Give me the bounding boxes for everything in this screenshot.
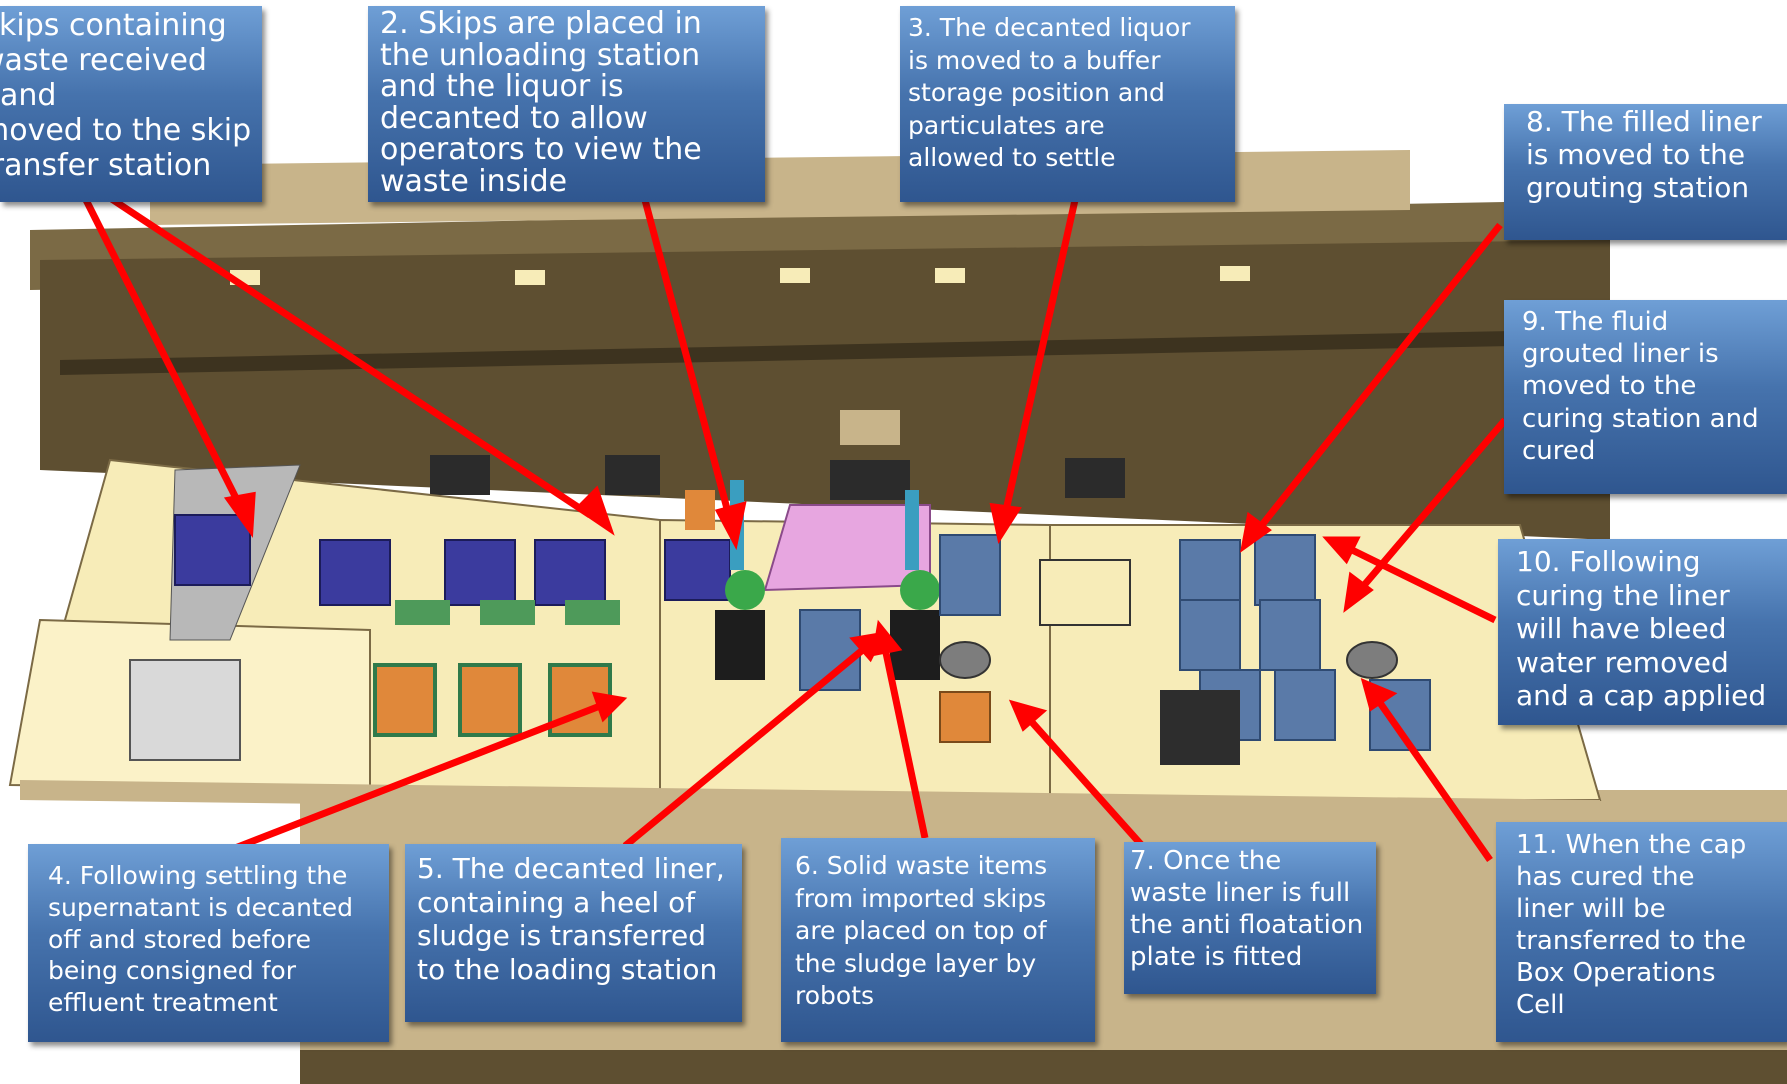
callout-line: plate is fitted <box>1130 942 1372 974</box>
callout-line: the unloading station <box>380 40 755 72</box>
callout-line: has cured the <box>1516 862 1781 894</box>
callout-line: 8. The filled liner <box>1526 106 1781 139</box>
callout-line: and the liquor is <box>380 71 755 103</box>
callout-step-7: 7. Once the waste liner is full the anti… <box>1124 842 1376 994</box>
callout-line: 6. Solid waste items <box>795 850 1089 883</box>
callout-line: Skips containing <box>0 8 258 43</box>
callout-line: from imported skips <box>795 883 1089 916</box>
callout-step-6: 6. Solid waste items from imported skips… <box>781 838 1095 1042</box>
callout-line: operators to view the <box>380 134 755 166</box>
callout-line: supernatant is decanted <box>48 892 383 924</box>
callout-line: Box Operations <box>1516 958 1781 990</box>
callout-step-9: 9. The fluid grouted liner is moved to t… <box>1504 300 1787 494</box>
callout-line: curing station and <box>1522 403 1781 435</box>
callout-line: robots <box>795 980 1089 1013</box>
callout-line: containing a heel of <box>417 886 738 920</box>
callout-line: the sludge layer by <box>795 948 1089 981</box>
callout-line: 2. Skips are placed in <box>380 8 755 40</box>
callout-step-11: 11. When the cap has cured the liner wil… <box>1496 822 1787 1042</box>
callout-line: the anti floatation <box>1130 910 1372 942</box>
callout-line: are placed on top of <box>795 915 1089 948</box>
callout-line: to the loading station <box>417 953 738 987</box>
callout-line: 4. Following settling the <box>48 860 383 892</box>
callout-line: waste inside <box>380 166 755 198</box>
callout-line: being consigned for <box>48 955 383 987</box>
callout-step-2: 2. Skips are placed in the unloading sta… <box>368 6 765 202</box>
callout-line: water removed <box>1516 646 1781 680</box>
callout-line: liner will be <box>1516 894 1781 926</box>
callout-line: storage position and <box>908 77 1225 110</box>
callout-line: transferred to the <box>1516 926 1781 958</box>
callout-step-10: 10. Following curing the liner will have… <box>1498 539 1787 725</box>
callout-line: is moved to a buffer <box>908 45 1225 78</box>
callout-step-3: 3. The decanted liquor is moved to a buf… <box>900 6 1235 202</box>
callout-line: waste liner is full <box>1130 878 1372 910</box>
callout-line: allowed to settle <box>908 142 1225 175</box>
callout-line: sludge is transferred <box>417 919 738 953</box>
callout-line: 9. The fluid <box>1522 306 1781 338</box>
callout-line: Cell <box>1516 990 1781 1022</box>
callout-line: 11. When the cap <box>1516 830 1781 862</box>
callout-line: particulates are <box>908 110 1225 143</box>
callout-line: curing the liner <box>1516 579 1781 613</box>
callout-line: will have bleed <box>1516 612 1781 646</box>
callout-step-1: Skips containing waste received and move… <box>0 6 262 202</box>
callout-line: 5. The decanted liner, <box>417 852 738 886</box>
callout-line: 10. Following <box>1516 545 1781 579</box>
callout-line: waste received and <box>0 43 258 113</box>
callout-line: grouting station <box>1526 172 1781 205</box>
callout-step-8: 8. The filled liner is moved to the grou… <box>1504 104 1787 240</box>
callout-line: grouted liner is <box>1522 338 1781 370</box>
callout-line: 3. The decanted liquor <box>908 12 1225 45</box>
callout-step-5: 5. The decanted liner, containing a heel… <box>405 844 742 1022</box>
callout-line: off and stored before <box>48 924 383 956</box>
callout-line: effluent treatment <box>48 987 383 1019</box>
callout-line: moved to the skip <box>0 113 258 148</box>
callout-line: cured <box>1522 435 1781 467</box>
callout-line: 7. Once the <box>1130 846 1372 878</box>
callout-line: transfer station <box>0 148 258 183</box>
callout-line: is moved to the <box>1526 139 1781 172</box>
callout-line: and a cap applied <box>1516 679 1781 713</box>
callout-line: decanted to allow <box>380 103 755 135</box>
callout-line: moved to the <box>1522 370 1781 402</box>
callout-step-4: 4. Following settling the supernatant is… <box>28 844 389 1042</box>
